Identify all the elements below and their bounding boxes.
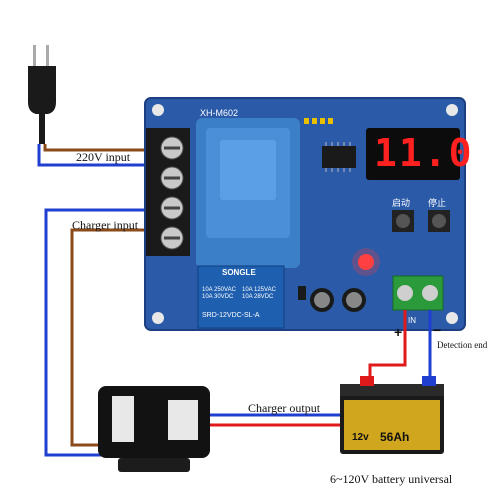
stop-button-label: 停止 bbox=[428, 199, 447, 209]
relay-rating-right: 10A 125VAC 10A 28VDC bbox=[242, 287, 276, 300]
ac-input-wires bbox=[37, 144, 160, 167]
ic-chip bbox=[322, 142, 356, 172]
battery-icon bbox=[340, 376, 444, 454]
charger-input-wires bbox=[44, 208, 160, 457]
battery-capacity-label: 56Ah bbox=[380, 430, 410, 444]
input-220v-label: 220V input bbox=[76, 150, 131, 164]
detection-wires bbox=[368, 310, 432, 382]
output-terminal bbox=[392, 275, 444, 311]
stop-button[interactable] bbox=[428, 210, 450, 232]
charger-adapter-icon bbox=[98, 386, 210, 472]
start-button[interactable] bbox=[392, 210, 414, 232]
led-display bbox=[366, 128, 460, 180]
charger-input-label: Charger input bbox=[72, 218, 139, 232]
battery-universal-label: 6~120V battery universal bbox=[330, 472, 453, 486]
start-button-label: 启动 bbox=[392, 199, 411, 209]
minus-sign: − bbox=[433, 322, 442, 338]
board-model-label: XH-M602 bbox=[200, 108, 239, 118]
detection-end-label: Detection end bbox=[437, 340, 488, 350]
screw-terminal-block bbox=[146, 128, 190, 256]
led-icon bbox=[352, 248, 380, 276]
power-plug-icon bbox=[28, 45, 56, 144]
relay-brand: SONGLE bbox=[222, 268, 256, 277]
display-value: 11.0 bbox=[374, 131, 474, 175]
pin-header bbox=[304, 118, 333, 124]
capacitors bbox=[298, 286, 366, 312]
charger-output-label: Charger output bbox=[248, 401, 321, 415]
relay-icon bbox=[197, 265, 285, 329]
relay-model: SRD-12VDC-SL-A bbox=[202, 312, 260, 319]
in-label: IN bbox=[408, 316, 416, 325]
relay-rating-left: 10A 250VAC 10A 30VDC bbox=[202, 287, 236, 300]
plus-sign: + bbox=[394, 324, 403, 340]
battery-brand-label: 12v bbox=[352, 432, 369, 443]
transformer-icon bbox=[196, 118, 300, 268]
